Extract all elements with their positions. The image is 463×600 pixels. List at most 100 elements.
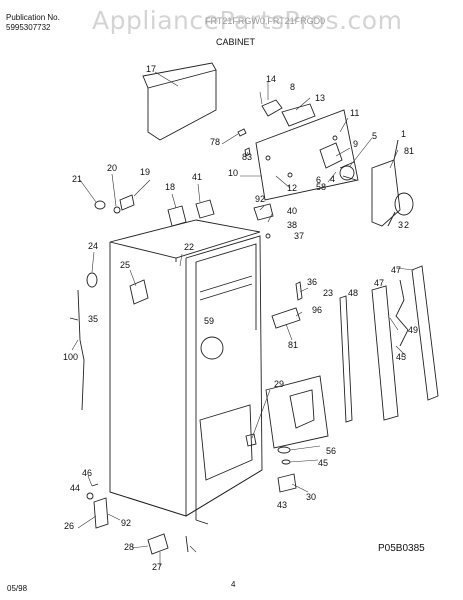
hinge-pin-part	[265, 233, 271, 239]
callout-23: 23	[323, 288, 333, 298]
detail-inset-part	[289, 389, 315, 429]
hinge-part	[253, 203, 274, 221]
diagram-code: P05B0385	[378, 543, 425, 554]
callout-3: 3	[398, 220, 403, 230]
screw-hole	[332, 135, 338, 141]
callout-17: 17	[146, 64, 156, 74]
side-part	[86, 272, 98, 288]
callout-40: 40	[287, 206, 297, 216]
screw-part	[91, 483, 99, 487]
gasket-part	[411, 265, 439, 401]
callout-81: 81	[404, 146, 414, 156]
gasket-part	[339, 295, 353, 423]
callout-26: 26	[64, 521, 74, 531]
clip-part	[237, 128, 247, 137]
washer-part	[281, 459, 291, 465]
divider-mullion	[199, 283, 253, 301]
leader-lines	[71, 71, 415, 566]
detail-inset-part	[265, 375, 329, 449]
hinge-bracket-part	[281, 103, 316, 127]
callout-38: 38	[287, 220, 297, 230]
detail-inset-part	[245, 433, 257, 447]
top-rail-flange	[147, 70, 217, 141]
callout-35: 35	[88, 314, 98, 324]
top-bracket-part	[167, 205, 187, 227]
callout-47: 47	[391, 265, 401, 275]
callout-11: 11	[350, 108, 359, 118]
top-hinge-part	[261, 99, 283, 117]
hinge-bottom-part	[93, 497, 109, 529]
callout-48: 48	[348, 288, 358, 298]
callout-59: 59	[204, 316, 214, 326]
cabinet-left-side	[109, 242, 187, 517]
screw-part	[185, 535, 189, 553]
screw-part	[244, 147, 251, 157]
callout-44: 44	[70, 483, 80, 493]
cabinet-top-face	[109, 219, 261, 259]
drawing-lines	[69, 62, 439, 555]
callout-14: 14	[266, 74, 276, 84]
washer-part	[277, 446, 291, 454]
callout-19: 19	[140, 167, 150, 177]
drain-part	[200, 336, 224, 360]
callout-1: 1	[401, 129, 406, 139]
callout-96: 96	[312, 305, 322, 315]
light-cover-part	[394, 192, 414, 216]
callout-5: 5	[372, 131, 377, 141]
cord-part	[77, 289, 85, 411]
callout-49: 49	[408, 325, 418, 335]
crisper-area	[199, 404, 253, 481]
callout-43: 43	[277, 500, 287, 510]
callout-20: 20	[107, 163, 117, 173]
washer-part	[113, 206, 121, 214]
callout-81: 81	[288, 340, 298, 350]
knob-part	[339, 165, 355, 181]
screw-part	[69, 317, 79, 321]
callout-78: 78	[210, 137, 220, 147]
callout-2: 2	[404, 220, 409, 230]
top-bracket-part	[195, 199, 215, 219]
callout-9: 9	[353, 139, 358, 149]
callout-21: 21	[72, 174, 82, 184]
callout-18: 18	[165, 182, 175, 192]
leveling-part	[147, 533, 169, 555]
callout-8: 8	[290, 82, 295, 92]
side-bracket-part	[129, 279, 149, 305]
callout-45: 45	[396, 352, 406, 362]
callout-56: 56	[326, 446, 336, 456]
hinge-bottom-part	[277, 473, 297, 493]
callout-13: 13	[315, 93, 325, 103]
wire-part	[393, 139, 399, 161]
callout-92: 92	[255, 194, 265, 204]
cabinet-base	[109, 469, 263, 517]
callout-4: 4	[330, 174, 335, 184]
callout-37: 37	[294, 231, 304, 241]
gasket-part	[371, 285, 399, 421]
callout-83: 83	[242, 152, 252, 162]
callout-28: 28	[124, 542, 134, 552]
plug-part	[119, 194, 135, 211]
publication-number: 5995307732	[6, 23, 51, 32]
washer-part	[86, 492, 94, 500]
callout-100: 100	[63, 352, 78, 362]
callout-58: 58	[316, 182, 326, 192]
control-panel-part	[255, 109, 359, 201]
callout-46: 46	[82, 468, 92, 478]
callout-10: 10	[228, 168, 238, 178]
freezer-opening	[195, 243, 257, 330]
wire-part	[387, 211, 396, 227]
callout-92: 92	[121, 518, 131, 528]
divider-mullion	[199, 275, 253, 293]
callout-29: 29	[274, 379, 284, 389]
watermark: AppliancePartsPros.com	[92, 6, 403, 35]
screw-hole	[265, 155, 271, 161]
callout-6: 6	[316, 175, 321, 185]
callout-27: 27	[152, 562, 162, 572]
callout-25: 25	[120, 260, 130, 270]
thermostat-part	[319, 142, 343, 169]
publication-label: Publication No.	[6, 13, 60, 22]
screw-part	[195, 519, 209, 525]
grommet-part	[94, 200, 106, 210]
